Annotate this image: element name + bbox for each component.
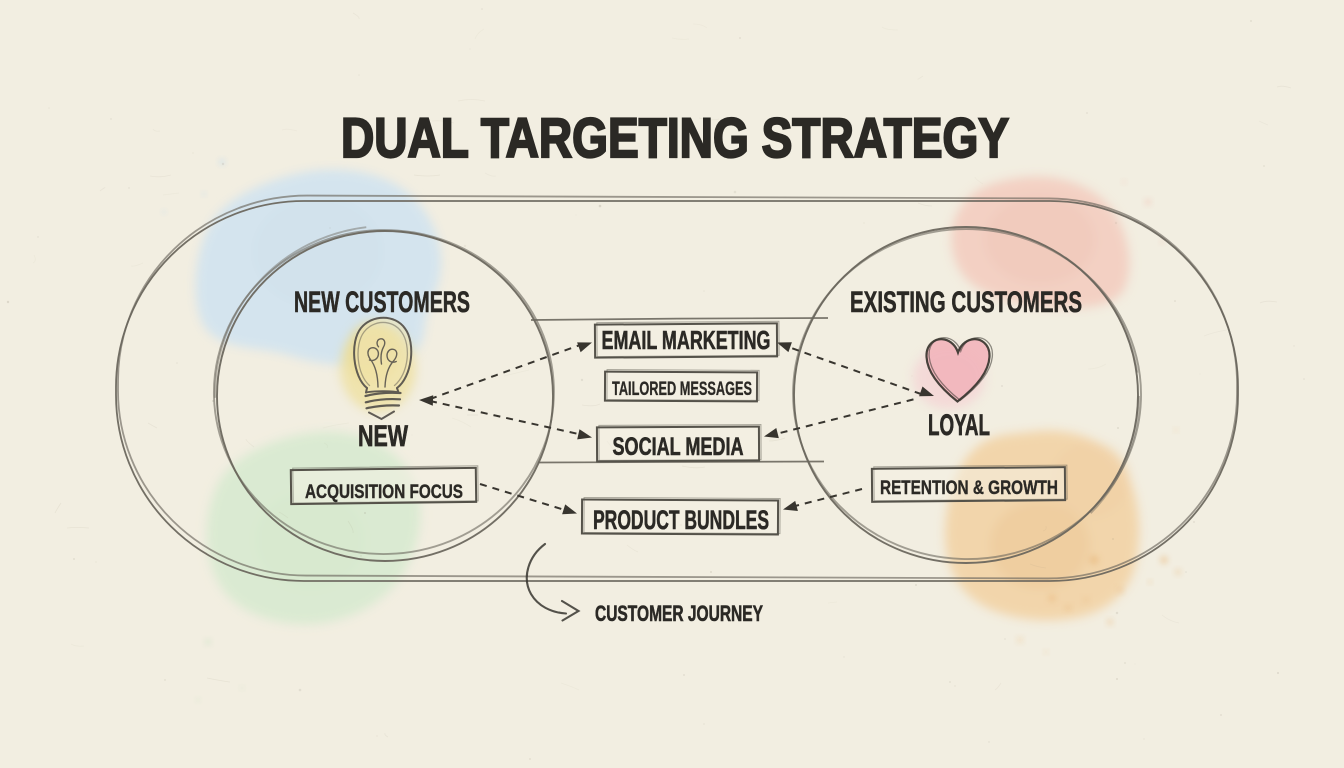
svg-text:LOYAL: LOYAL <box>928 409 990 442</box>
svg-text:EMAIL MARKETING: EMAIL MARKETING <box>602 325 771 355</box>
svg-text:DUAL TARGETING STRATEGY: DUAL TARGETING STRATEGY <box>341 106 1009 169</box>
svg-text:ACQUISITION FOCUS: ACQUISITION FOCUS <box>305 481 463 503</box>
svg-text:TAILORED MESSAGES: TAILORED MESSAGES <box>612 379 752 400</box>
svg-text:CUSTOMER JOURNEY: CUSTOMER JOURNEY <box>595 601 763 626</box>
svg-text:RETENTION & GROWTH: RETENTION & GROWTH <box>880 478 1058 499</box>
svg-text:NEW: NEW <box>358 420 408 453</box>
svg-text:EXISTING CUSTOMERS: EXISTING CUSTOMERS <box>850 286 1082 319</box>
svg-text:SOCIAL MEDIA: SOCIAL MEDIA <box>613 433 744 461</box>
svg-text:PRODUCT BUNDLES: PRODUCT BUNDLES <box>593 505 769 535</box>
svg-text:NEW CUSTOMERS: NEW CUSTOMERS <box>294 286 470 319</box>
